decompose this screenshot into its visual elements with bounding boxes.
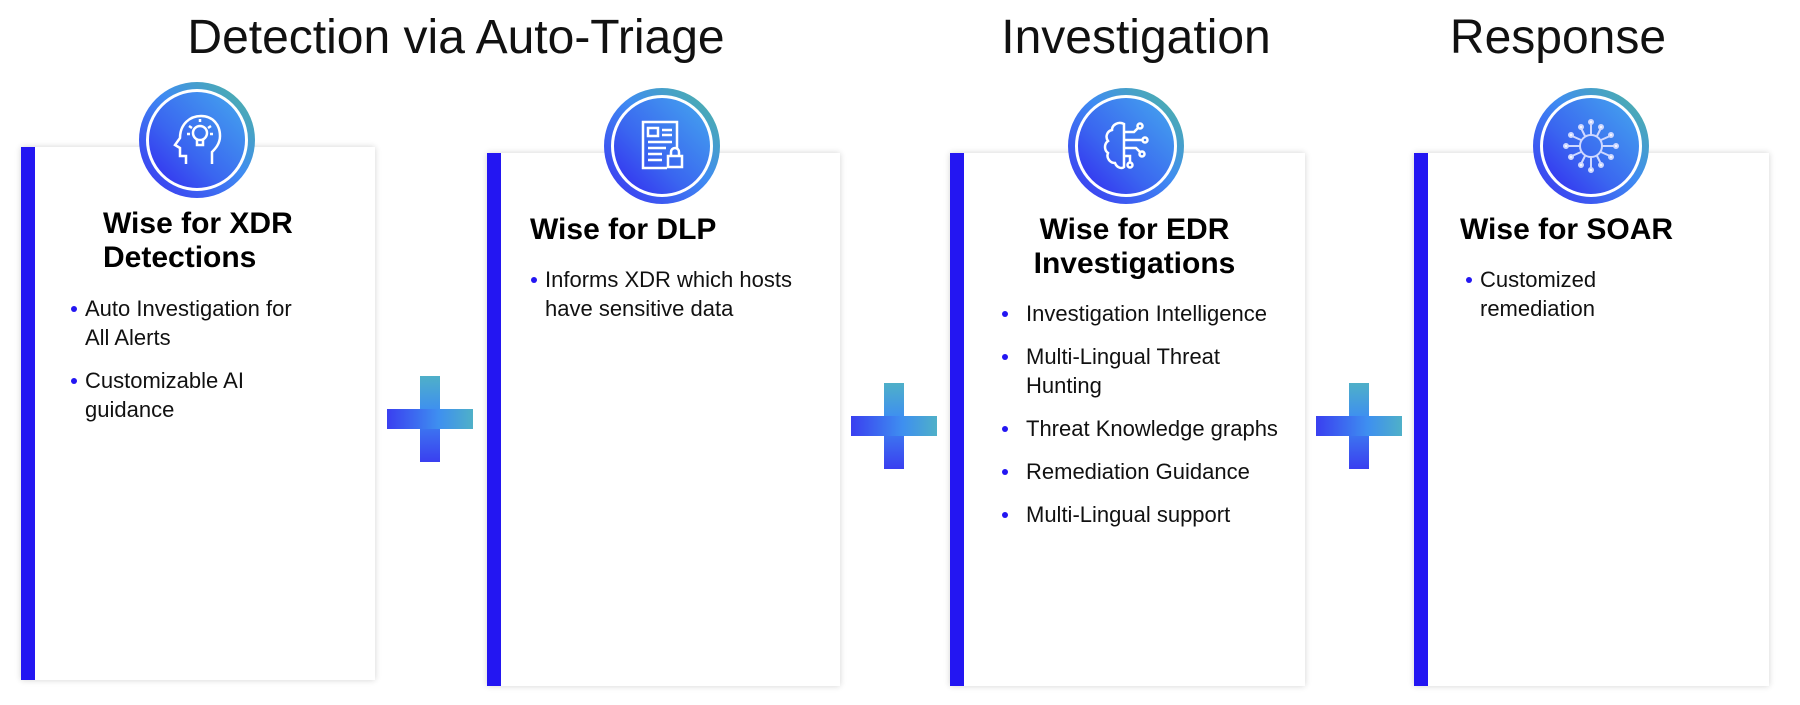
stage-title-detection: Detection via Auto-Triage — [187, 11, 725, 64]
list-item: Informs XDR which hosts have sensitive d… — [531, 265, 801, 323]
bullet-list: Auto Investigation for All Alerts Custom… — [71, 294, 311, 438]
list-item: Threat Knowledge graphs — [1002, 414, 1292, 443]
card-accent-bar — [21, 147, 35, 680]
list-item: Customizable AI guidance — [71, 366, 311, 424]
plus-icon — [1316, 383, 1402, 469]
bullet-list: Investigation Intelligence Multi-Lingual… — [1002, 299, 1292, 543]
plus-icon — [387, 376, 473, 462]
list-item: Multi-Lingual support — [1002, 500, 1292, 529]
list-item: Customized remediation — [1466, 265, 1716, 323]
bullet-list: Customized remediation — [1466, 265, 1716, 337]
head-lightbulb-icon — [139, 82, 255, 198]
stage-title-investigation: Investigation — [1001, 11, 1271, 64]
list-item: Multi-Lingual Threat Hunting — [1002, 342, 1292, 400]
card-dlp: Wise for DLP Informs XDR which hosts hav… — [487, 153, 840, 686]
list-item: Remediation Guidance — [1002, 457, 1292, 486]
card-soar: Wise for SOAR Customized remediation — [1414, 153, 1769, 686]
list-item: Auto Investigation for All Alerts — [71, 294, 311, 352]
card-title: Wise for DLP — [530, 213, 717, 246]
document-lock-icon — [604, 88, 720, 204]
plus-icon — [851, 383, 937, 469]
card-accent-bar — [487, 153, 501, 686]
stage-title-response: Response — [1449, 11, 1667, 64]
card-accent-bar — [1414, 153, 1428, 686]
list-item: Investigation Intelligence — [1002, 299, 1292, 328]
bullet-list: Informs XDR which hosts have sensitive d… — [531, 265, 801, 337]
card-accent-bar — [950, 153, 964, 686]
circuit-chip-icon — [1533, 88, 1649, 204]
brain-circuit-icon — [1068, 88, 1184, 204]
card-title: Wise for SOAR — [1460, 213, 1674, 246]
